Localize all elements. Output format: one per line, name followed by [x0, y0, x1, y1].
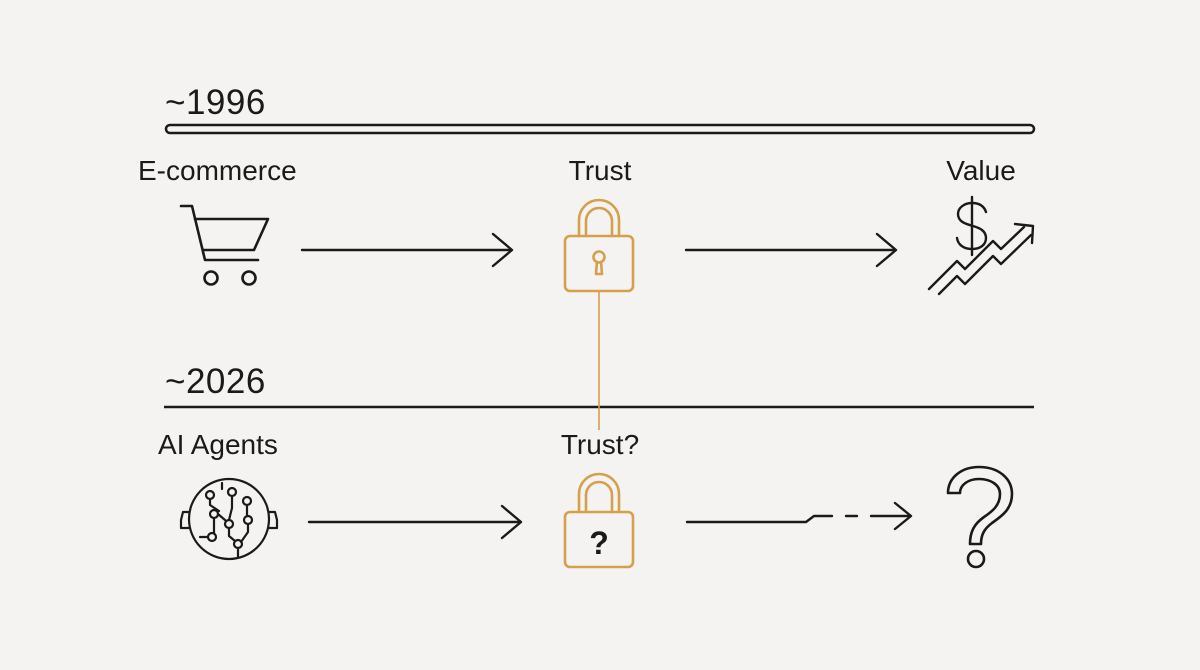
ai-agents-label: AI Agents — [158, 429, 278, 460]
era-1996-label: ~1996 — [165, 83, 266, 122]
era-2026-label: ~2026 — [165, 362, 266, 401]
dollar-growth-icon — [927, 195, 1035, 296]
arrow-agents-to-trust — [307, 504, 523, 540]
padlock-icon — [563, 198, 635, 293]
ecommerce-label: E-commerce — [138, 155, 297, 186]
trust-question-label: Trust? — [560, 429, 640, 460]
circuit-brain-icon — [179, 477, 279, 561]
arrow-ecommerce-to-trust — [300, 232, 514, 268]
broken-arrow-trust-to-unknown — [685, 501, 913, 531]
question-mark-icon — [946, 465, 1014, 569]
padlock-question-mark: ? — [589, 525, 609, 561]
trust-label: Trust — [568, 155, 632, 186]
era-1996-divider — [164, 123, 1036, 135]
value-label: Value — [946, 155, 1016, 186]
padlock-question-icon — [563, 472, 635, 569]
shopping-cart-icon — [179, 204, 270, 286]
arrow-trust-to-value — [684, 232, 898, 268]
